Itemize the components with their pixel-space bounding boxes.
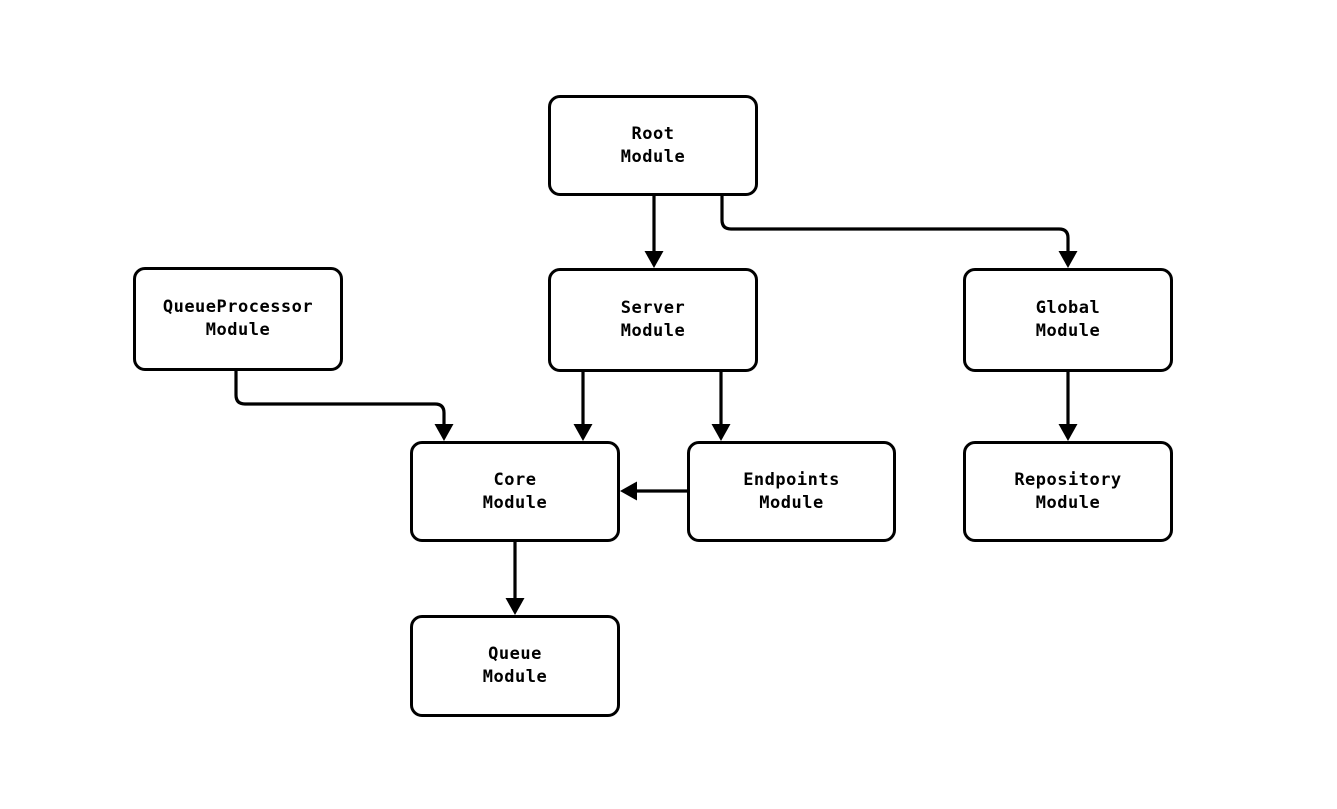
arrowhead-core-to-queue [505, 598, 525, 615]
node-server-subtitle: Module [620, 321, 686, 341]
edge-queueprocessor-to-core [234, 371, 446, 429]
node-core[interactable]: Core Module [410, 441, 620, 542]
edge-root-to-global [720, 196, 1070, 256]
node-queueprocessor-subtitle: Module [205, 320, 271, 340]
node-core-subtitle: Module [482, 492, 548, 513]
node-repository[interactable]: Repository Module [963, 441, 1173, 542]
arrowhead-root-to-server [644, 251, 664, 268]
node-root-subtitle: Module [620, 146, 686, 167]
node-queue-subtitle: Module [482, 667, 548, 687]
node-endpoints-subtitle: Module [759, 492, 824, 513]
node-core-title: Core [493, 469, 537, 490]
arrowhead-global-to-repository [1058, 424, 1078, 441]
arrowhead-endpoints-to-core [620, 481, 637, 501]
arrowhead-server-to-core [573, 424, 593, 441]
node-global[interactable]: Global Module [963, 268, 1173, 372]
node-server-title: Server [620, 298, 686, 318]
node-queue[interactable]: Queue Module [410, 615, 620, 717]
node-repository-subtitle: Module [1035, 492, 1101, 513]
node-global-title: Global [1035, 298, 1101, 318]
arrowhead-root-to-global [1058, 251, 1078, 268]
node-root[interactable]: Root Module [548, 95, 758, 196]
node-queue-title: Queue [488, 644, 542, 664]
node-endpoints[interactable]: Endpoints Module [687, 441, 896, 542]
node-queueprocessor-title: QueueProcessor [162, 297, 314, 317]
node-server[interactable]: Server Module [548, 268, 758, 372]
arrowhead-queueprocessor-to-core [434, 424, 454, 441]
arrowhead-server-to-endpoints [711, 424, 731, 441]
node-root-title: Root [631, 123, 675, 144]
node-endpoints-title: Endpoints [743, 469, 840, 490]
node-queueprocessor[interactable]: QueueProcessor Module [133, 267, 343, 371]
node-global-subtitle: Module [1035, 321, 1101, 341]
node-repository-title: Repository [1014, 469, 1122, 490]
